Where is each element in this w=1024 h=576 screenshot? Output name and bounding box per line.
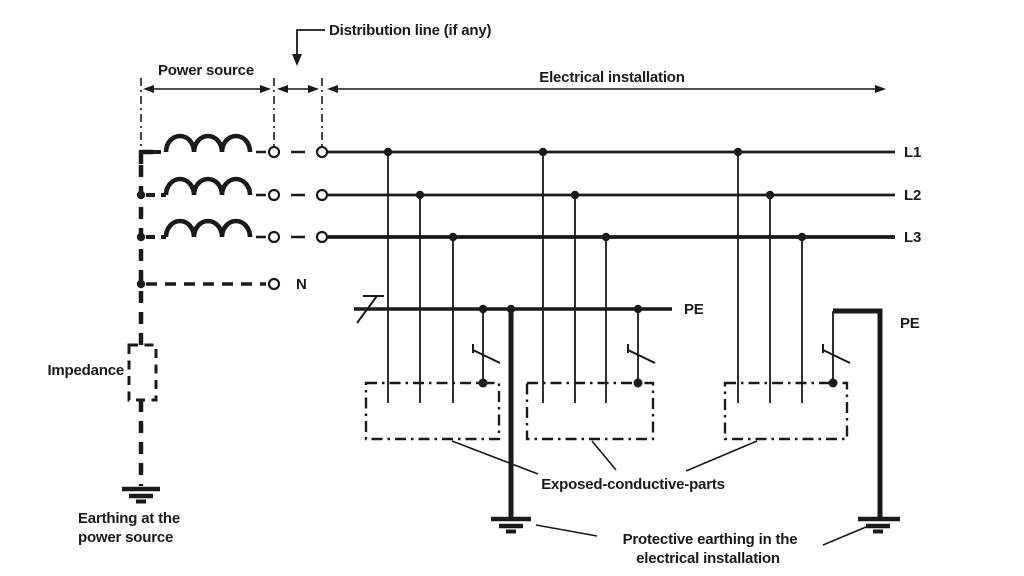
disconnect-joint-icon: [822, 344, 851, 364]
pe-bus-section: PE: [354, 295, 704, 534]
terminal-circle: [267, 188, 281, 202]
coil-icon: [163, 176, 253, 196]
winding-l1: [152, 133, 329, 159]
arrow-down-icon: [292, 54, 302, 66]
earthing-source-caption-line1: Earthing at the: [78, 510, 180, 527]
arrowhead-right-icon: [308, 85, 319, 93]
installation-earth-icon: [858, 516, 900, 534]
leader-line: [591, 440, 617, 471]
installation-earth-icon: [491, 516, 531, 534]
coil-icon: [163, 218, 253, 238]
terminal-circle: [315, 230, 329, 244]
junction-dot: [136, 232, 146, 242]
pe-right-label: PE: [900, 315, 920, 332]
junction-dot: [136, 279, 146, 289]
winding-l2: [146, 176, 329, 202]
phase-lines: L1 L2 L3: [328, 144, 921, 403]
phase-junction-dots: [383, 147, 807, 242]
impedance-component: Impedance: [47, 343, 158, 402]
exposed-conductive-parts: Exposed-conductive-parts: [364, 381, 849, 493]
disconnect-joint-icon: [627, 344, 656, 364]
pe-bus-label: PE: [684, 301, 704, 318]
terminal-circle: [267, 230, 281, 244]
impedance-box: [127, 343, 158, 402]
terminal-circle: [315, 188, 329, 202]
power-source-section: N Impedance Earthing at the power source: [47, 133, 329, 546]
joint-diagonal: [472, 349, 501, 364]
phase-l2-label: L2: [904, 187, 921, 204]
leader-line: [451, 440, 539, 475]
neutral-label: N: [296, 276, 307, 293]
junction-dot: [136, 190, 146, 200]
terminal-circle: [267, 277, 281, 291]
arrowhead-right-icon: [260, 85, 271, 93]
phase-l1-label: L1: [904, 144, 921, 161]
leader-line: [535, 524, 598, 537]
terminal-circle: [315, 145, 329, 159]
distribution-line-label: Distribution line (if any): [329, 22, 492, 39]
pe-right-conductor: [833, 308, 883, 517]
joint-diagonal: [822, 349, 851, 364]
joint-diagonal: [627, 349, 656, 364]
pe-connection-dot: [828, 378, 838, 388]
protective-earthing-annotation: Protective earthing in the electrical in…: [535, 524, 867, 567]
disconnect-joint-icon: [356, 295, 384, 324]
arrowhead-left-icon: [143, 85, 154, 93]
earthing-source-caption-line2: power source: [78, 529, 173, 546]
pe-right-section: PE: [822, 308, 920, 534]
protective-earthing-caption-line1: Protective earthing in the: [623, 531, 798, 548]
source-earth-icon: [122, 486, 160, 504]
coil-icon: [163, 133, 253, 153]
distribution-leader-line: [296, 29, 325, 56]
exposed-parts-caption: Exposed-conductive-parts: [541, 476, 725, 493]
exposed-part-box-1: [364, 381, 501, 441]
protective-earthing-caption-line2: electrical installation: [636, 550, 780, 567]
pe-connection-dot: [478, 378, 488, 388]
disconnect-joint-icon: [472, 344, 501, 364]
neutral-stub: N: [146, 276, 307, 293]
terminal-circle: [267, 145, 281, 159]
source-bus-corner: [138, 149, 153, 164]
exposed-part-box-3: [723, 381, 849, 441]
load-drop-conductors: [387, 152, 803, 403]
power-source-label: Power source: [158, 62, 254, 79]
arrowhead-left-icon: [277, 85, 288, 93]
joint-diagonal: [356, 295, 378, 324]
phase-l3-label: L3: [904, 229, 921, 246]
leader-line: [685, 440, 758, 472]
arrowhead-left-icon: [327, 85, 338, 93]
dimension-annotations: Power source Electrical installation Dis…: [140, 22, 886, 150]
electrical-installation-label: Electrical installation: [539, 69, 684, 86]
winding-l3: [146, 218, 329, 244]
exposed-part-box-2: [525, 381, 655, 441]
arrowhead-right-icon: [875, 85, 886, 93]
leader-line: [822, 526, 867, 546]
impedance-label: Impedance: [47, 362, 124, 379]
